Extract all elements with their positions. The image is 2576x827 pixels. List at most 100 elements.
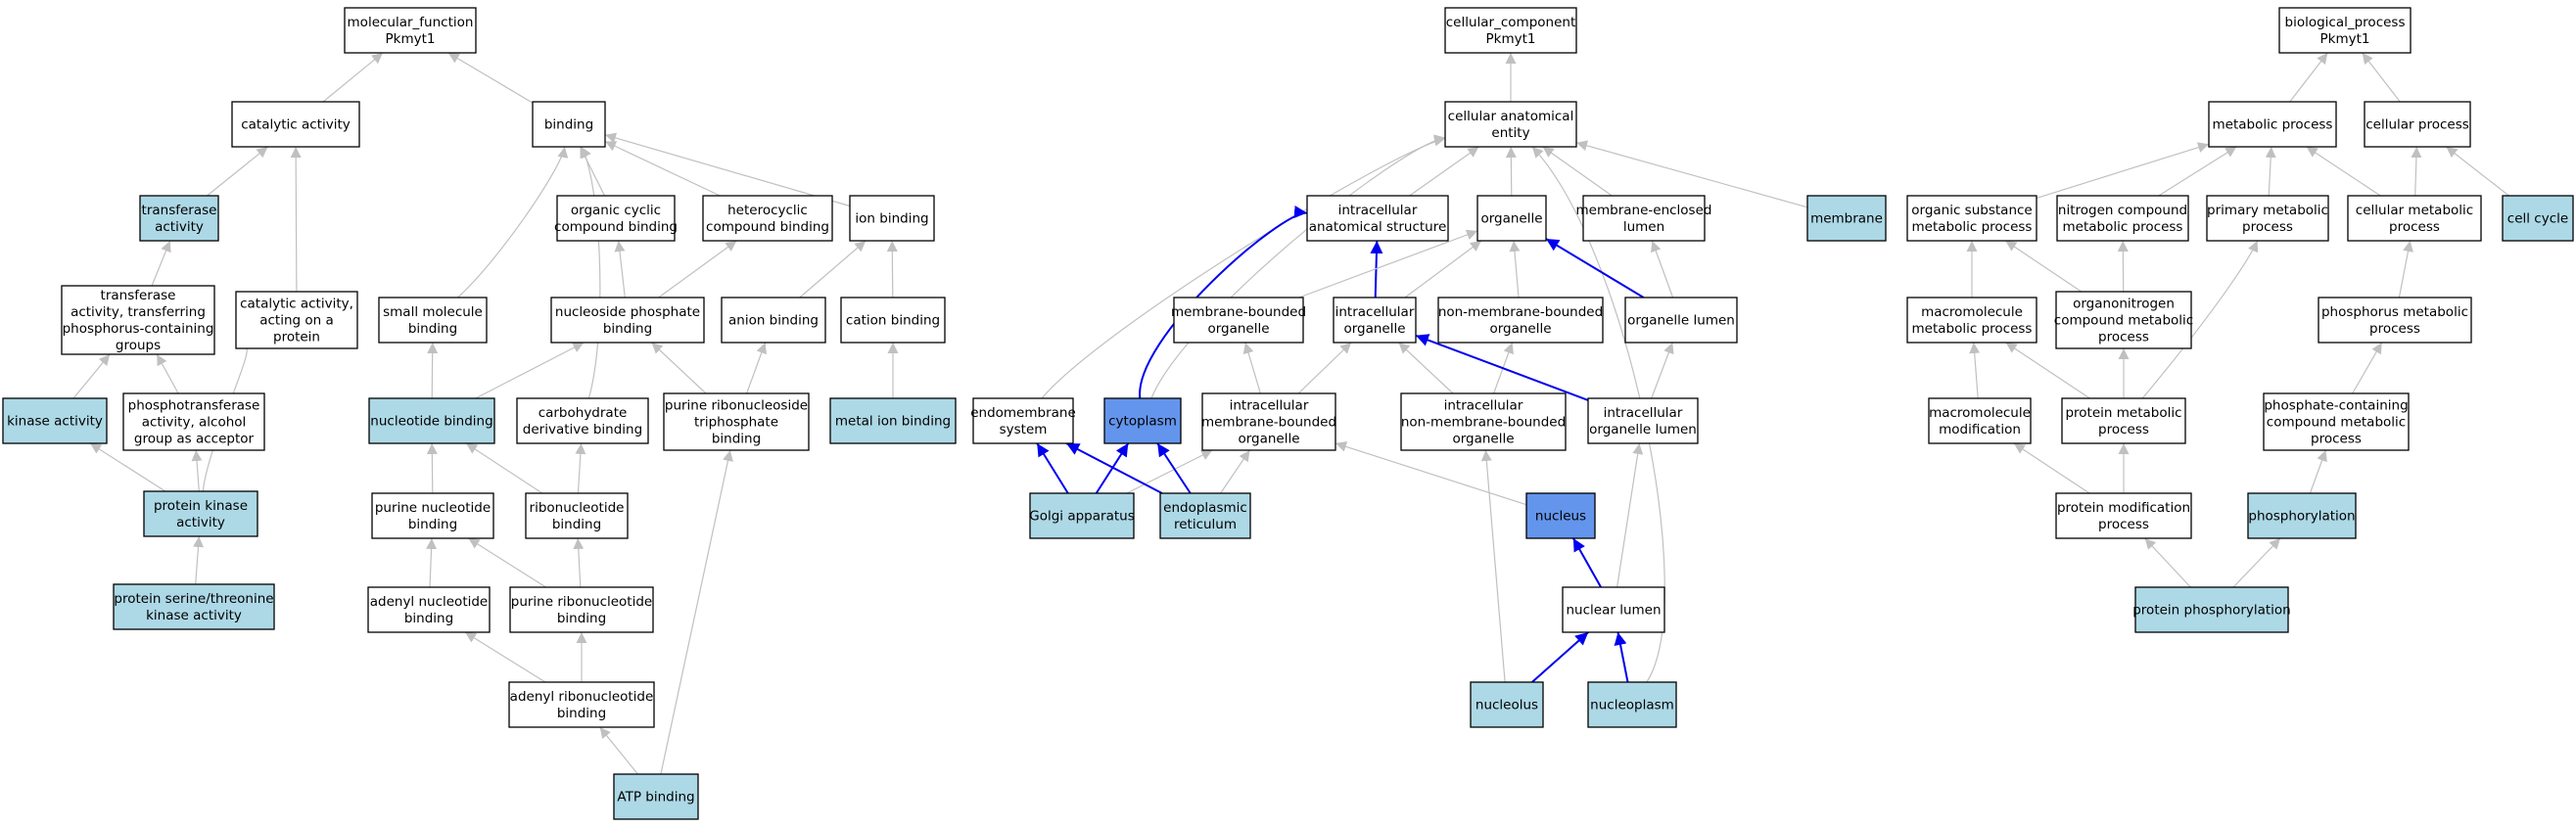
node-box [367, 586, 491, 633]
node-nucleolus[interactable]: nucleolus [1470, 681, 1544, 728]
node-label-line: intracellular [1335, 304, 1415, 320]
node-label-line: organelle [1480, 210, 1542, 226]
node-label-line: transferase [142, 203, 217, 218]
node-atp-binding[interactable]: ATP binding [613, 773, 699, 820]
node-label-line: membrane-bounded [1201, 414, 1336, 430]
node-box [1476, 195, 1547, 242]
node-kinase-activity[interactable]: kinase activity [2, 397, 108, 444]
node-label-line: molecular_function [348, 15, 474, 30]
node-ion-binding[interactable]: ion binding [849, 195, 935, 242]
node-nucleus[interactable]: nucleus [1525, 492, 1596, 539]
node-golgi[interactable]: Golgi apparatus [1029, 492, 1135, 539]
edge-primary_metabolic-to-metabolic_process [2265, 146, 2276, 197]
edge-intracellular_mb_organelle-to-membrane_bounded_organelle [1242, 342, 1261, 394]
edge-membrane_bounded_organelle-to-organelle [1298, 229, 1478, 299]
node-anion-binding[interactable]: anion binding [721, 297, 826, 344]
node-box [532, 101, 606, 148]
node-label-line: nucleoside phosphate [555, 304, 700, 320]
node-label-line: binding [408, 321, 457, 337]
node-catalytic-activity[interactable]: catalytic activity [231, 101, 360, 148]
node-nucleotide-binding[interactable]: nucleotide binding [368, 397, 495, 444]
edge-catalytic_acting_protein-to-catalytic_activity [290, 146, 302, 293]
node-intracellular-nmb-organelle[interactable]: intracellularnon-membrane-boundedorganel… [1400, 392, 1567, 451]
node-label-line: phosphorus-containing [63, 321, 214, 337]
node-label-line: intracellular [1338, 203, 1418, 218]
node-protein-phosphorylation[interactable]: protein phosphorylation [2132, 586, 2291, 633]
node-label-line: compound metabolic [2054, 312, 2193, 328]
node-box [2061, 397, 2186, 444]
node-cation-binding[interactable]: cation binding [840, 297, 946, 344]
node-label-line: macromolecule [1921, 304, 2023, 320]
node-box [1437, 297, 1604, 344]
node-phosphorylation[interactable]: phosphorylation [2247, 492, 2357, 539]
node-metabolic-process[interactable]: metabolic process [2208, 101, 2337, 148]
node-organelle[interactable]: organelle [1476, 195, 1547, 242]
node-label-line: nucleolus [1475, 697, 1538, 712]
node-box [2318, 297, 2472, 344]
node-metal-ion-binding[interactable]: metal ion binding [829, 397, 957, 444]
node-box [2278, 7, 2412, 54]
node-box [1624, 297, 1738, 344]
edge-atp_binding-to-adenyl_ribonucleotide [599, 726, 638, 775]
node-label-line: Pkmyt1 [1486, 31, 1536, 47]
node-cell-cycle[interactable]: cell cycle [2502, 195, 2574, 242]
node-box [1906, 195, 2037, 242]
node-organelle-lumen[interactable]: organelle lumen [1624, 297, 1738, 344]
node-label-line: nucleotide binding [370, 413, 492, 429]
edge-membrane-to-cellular_anatomical_entity [1575, 140, 1808, 208]
edge-golgi-to-intracellular_mb_organelle [1126, 449, 1213, 494]
node-box [2502, 195, 2574, 242]
node-label-line: organelle [1207, 321, 1269, 337]
node-binding[interactable]: binding [532, 101, 606, 148]
node-label-line: organic substance [1911, 203, 2032, 218]
node-nuclear-lumen[interactable]: nuclear lumen [1562, 586, 1665, 633]
node-cytoplasm[interactable]: cytoplasm [1103, 397, 1182, 444]
node-membrane[interactable]: membrane [1806, 195, 1887, 242]
node-label-line: activity, alcohol [142, 414, 247, 430]
edge-ribonucleotide-to-carbohydrate_deriv [575, 442, 586, 494]
node-cellular-process[interactable]: cellular process [2364, 101, 2471, 148]
node-nucleoplasm[interactable]: nucleoplasm [1587, 681, 1677, 728]
